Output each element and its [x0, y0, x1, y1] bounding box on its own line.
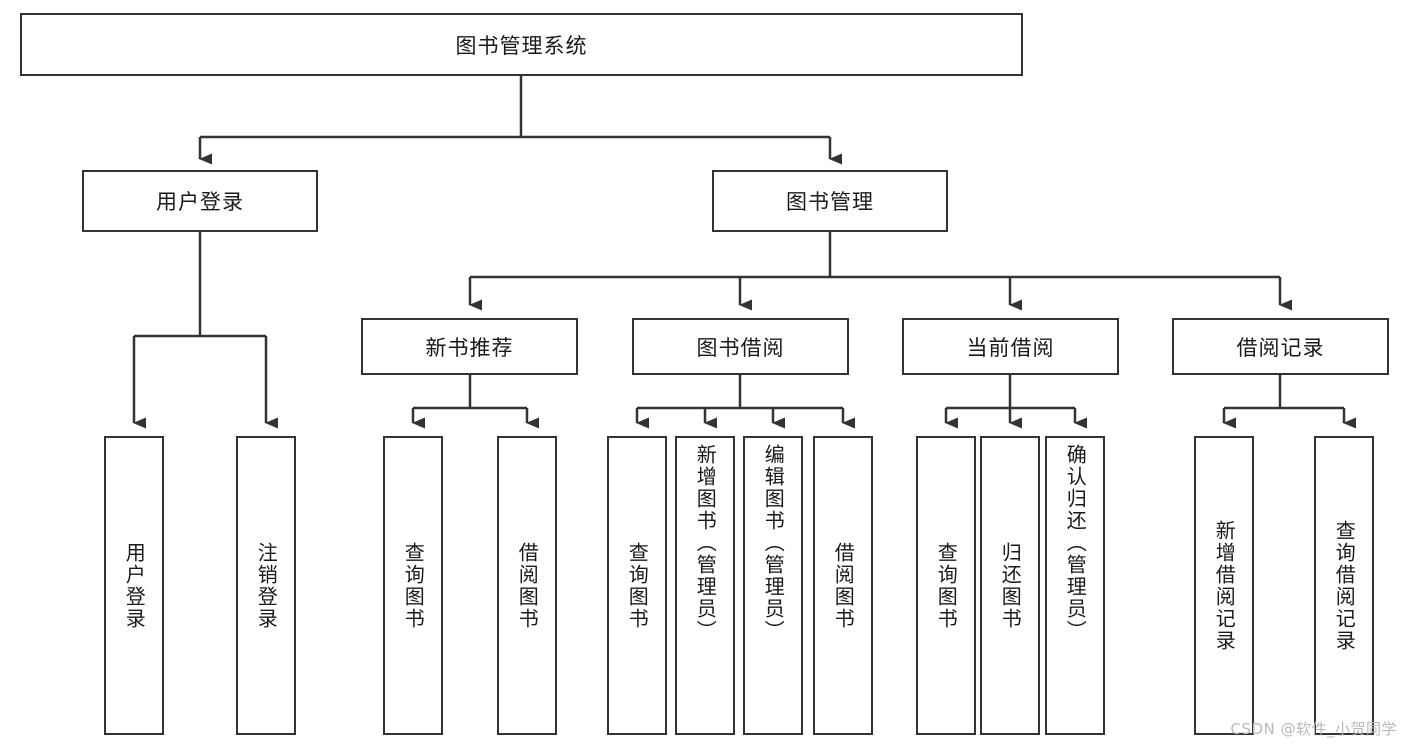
leaf-query-book-current[interactable]: 查询图书 [916, 436, 976, 735]
node-label: 借阅图书 [515, 541, 540, 630]
leaf-query-borrow-record[interactable]: 查询借阅记录 [1314, 436, 1374, 735]
node-label: 查询借阅记录 [1332, 519, 1357, 652]
node-label: 查询图书 [401, 541, 426, 630]
node-label: 用户登录 [156, 190, 244, 214]
node-label: 借阅图书 [831, 541, 856, 630]
node-current-borrow[interactable]: 当前借阅 [902, 318, 1119, 375]
node-root-book-management-system[interactable]: 图书管理系统 [20, 13, 1023, 76]
leaf-user-login[interactable]: 用户登录 [104, 436, 164, 735]
node-label: 编辑图书（管理员） [761, 444, 786, 642]
node-label: 查询图书 [625, 541, 650, 630]
node-label: 当前借阅 [966, 335, 1055, 360]
leaf-borrow-book-borrow[interactable]: 借阅图书 [813, 436, 873, 735]
leaf-return-book[interactable]: 归还图书 [980, 436, 1040, 735]
node-label: 用户登录 [122, 541, 147, 630]
node-book-borrow[interactable]: 图书借阅 [632, 318, 849, 375]
node-new-book-recommend[interactable]: 新书推荐 [361, 318, 578, 375]
leaf-add-book-admin[interactable]: 新增图书（管理员） [675, 436, 735, 735]
node-label: 图书管理 [786, 190, 874, 214]
leaf-confirm-return-admin[interactable]: 确认归还（管理员） [1045, 436, 1105, 735]
csdn-watermark: CSDN @软件_小贺同学 [1230, 720, 1397, 738]
node-borrow-record[interactable]: 借阅记录 [1172, 318, 1389, 375]
node-label: 新增图书（管理员） [693, 444, 718, 642]
node-label: 新增借阅记录 [1212, 519, 1237, 652]
node-label: 注销登录 [254, 541, 279, 630]
leaf-user-logout[interactable]: 注销登录 [236, 436, 296, 735]
leaf-query-book-recommend[interactable]: 查询图书 [383, 436, 443, 735]
leaf-borrow-book-recommend[interactable]: 借阅图书 [497, 436, 557, 735]
node-user-login[interactable]: 用户登录 [82, 170, 318, 232]
node-label: 借阅记录 [1236, 335, 1325, 360]
node-label: 查询图书 [934, 541, 959, 630]
node-label: 图书借阅 [696, 335, 785, 360]
leaf-query-book-borrow[interactable]: 查询图书 [607, 436, 667, 735]
leaf-edit-book-admin[interactable]: 编辑图书（管理员） [743, 436, 803, 735]
node-label: 归还图书 [998, 541, 1023, 630]
node-book-manage[interactable]: 图书管理 [712, 170, 948, 232]
node-label: 确认归还（管理员） [1063, 444, 1088, 642]
leaf-add-borrow-record[interactable]: 新增借阅记录 [1194, 436, 1254, 735]
node-label: 新书推荐 [425, 335, 514, 360]
node-label: 图书管理系统 [455, 33, 588, 58]
